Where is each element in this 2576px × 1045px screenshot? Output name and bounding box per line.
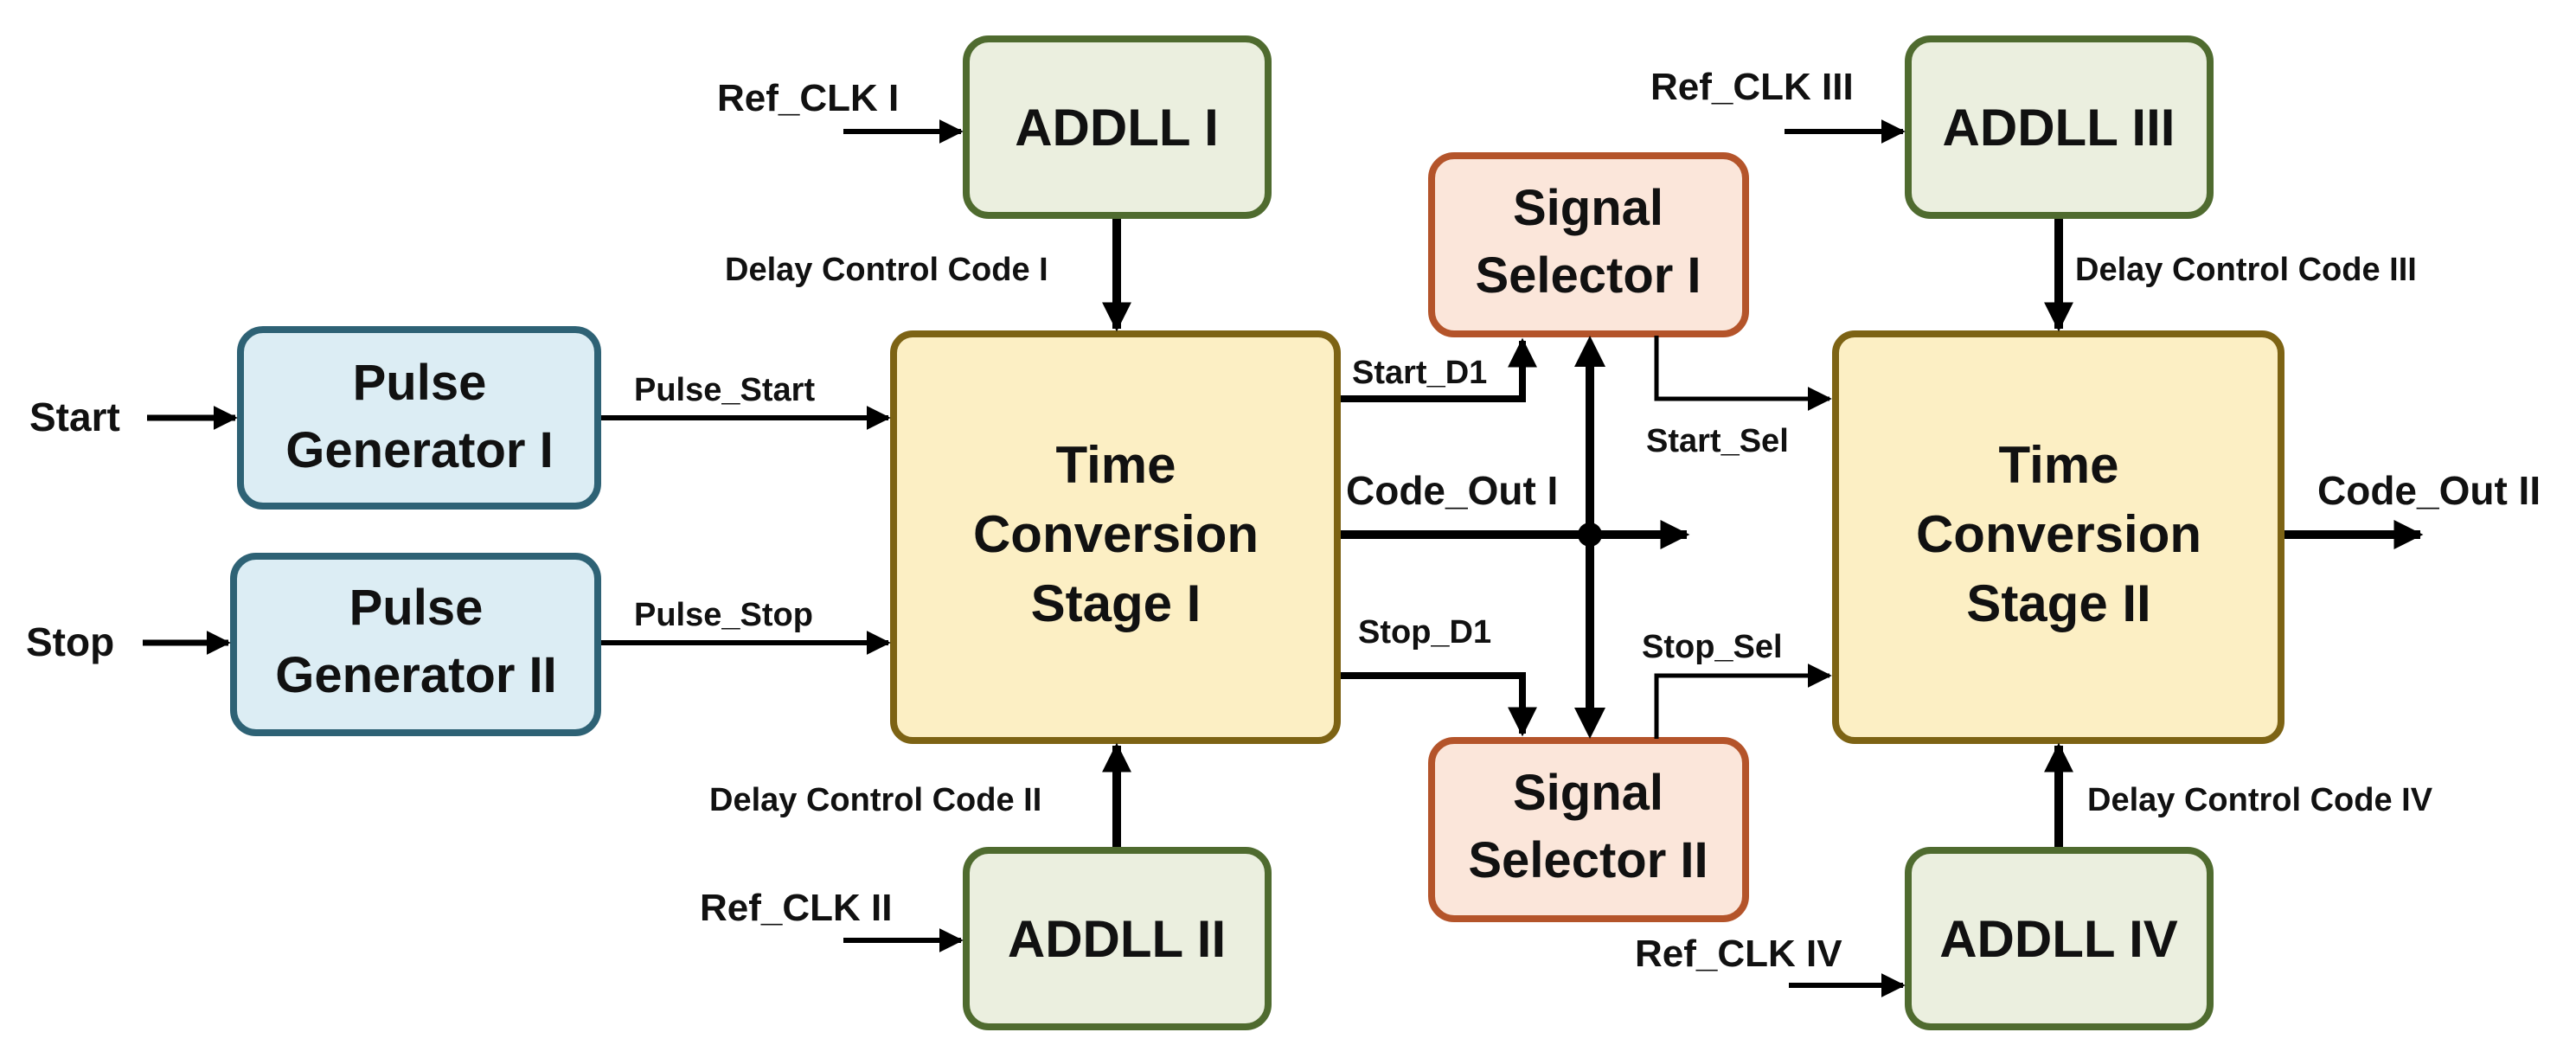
label-dcc-3: Delay Control Code III [2075, 252, 2417, 288]
pulse-generator-1-line1: Pulse [353, 355, 487, 411]
junction-dot [1578, 522, 1602, 547]
label-pulse-start: Pulse_Start [634, 372, 815, 408]
selector-1-line1: Signal [1513, 180, 1663, 236]
bus-arrow-down [1574, 708, 1605, 739]
pulse-generator-1: Pulse Generator I [237, 326, 601, 510]
addll-2: ADDLL II [963, 847, 1272, 1030]
label-dcc-2: Delay Control Code II [709, 782, 1041, 818]
signal-selector-1: Signal Selector I [1428, 152, 1749, 337]
label-stop-sel: Stop_Sel [1642, 629, 1783, 665]
pulse-generator-2-line1: Pulse [349, 580, 484, 636]
addll-4: ADDLL IV [1905, 847, 2214, 1030]
tcs-1-line3: Stage I [1031, 574, 1201, 632]
time-conversion-stage-2: Time Conversion Stage II [1832, 330, 2284, 744]
start-d1-wire [1341, 337, 1537, 402]
addll-1: ADDLL I [963, 35, 1272, 219]
label-code-out-2: Code_Out II [2317, 468, 2541, 513]
label-start-d1: Start_D1 [1352, 355, 1487, 391]
pulse-generator-2: Pulse Generator II [230, 553, 601, 736]
label-stop-d1: Stop_D1 [1358, 614, 1491, 651]
label-ref-clk-1: Ref_CLK I [717, 77, 899, 119]
pulse-generator-1-line2: Generator I [285, 422, 553, 478]
selector-2-line2: Selector II [1468, 832, 1708, 888]
label-pulse-stop: Pulse_Stop [634, 597, 813, 633]
addll-3-label: ADDLL III [1943, 99, 2176, 157]
tcs-2-line2: Conversion [1916, 505, 2201, 563]
addll-4-label: ADDLL IV [1939, 910, 2178, 968]
label-dcc-1: Delay Control Code I [725, 252, 1048, 288]
pulse-generator-2-line2: Generator II [275, 647, 557, 703]
signal-selector-2: Signal Selector II [1428, 737, 1749, 922]
addll-3: ADDLL III [1905, 35, 2214, 219]
stop-d1-wire [1341, 672, 1537, 737]
start-sel-wire [1654, 336, 1832, 411]
addll-2-label: ADDLL II [1008, 910, 1226, 968]
time-conversion-stage-1: Time Conversion Stage I [890, 330, 1341, 744]
tcs-1-line2: Conversion [973, 505, 1259, 563]
addll-1-label: ADDLL I [1015, 99, 1219, 157]
label-code-out-1: Code_Out I [1346, 468, 1558, 513]
signal-labels: Start Stop Pulse_Start Pulse_Stop Ref_CL… [26, 66, 2541, 975]
tcs-2-line1: Time [1999, 436, 2119, 494]
selector-1-line2: Selector I [1475, 247, 1701, 304]
tcs-2-line3: Stage II [1966, 574, 2150, 632]
label-ref-clk-3: Ref_CLK III [1650, 66, 1854, 108]
bus-arrow-up [1574, 336, 1605, 367]
label-stop: Stop [26, 619, 114, 664]
selector-2-line1: Signal [1513, 765, 1663, 821]
label-start-sel: Start_Sel [1646, 423, 1789, 459]
label-start: Start [29, 394, 120, 439]
stop-sel-wire [1654, 664, 1832, 739]
label-dcc-4: Delay Control Code IV [2087, 782, 2433, 818]
label-ref-clk-2: Ref_CLK II [700, 887, 892, 929]
tcs-1-line1: Time [1056, 436, 1176, 494]
label-ref-clk-4: Ref_CLK IV [1635, 933, 1842, 975]
wires [143, 119, 2424, 997]
